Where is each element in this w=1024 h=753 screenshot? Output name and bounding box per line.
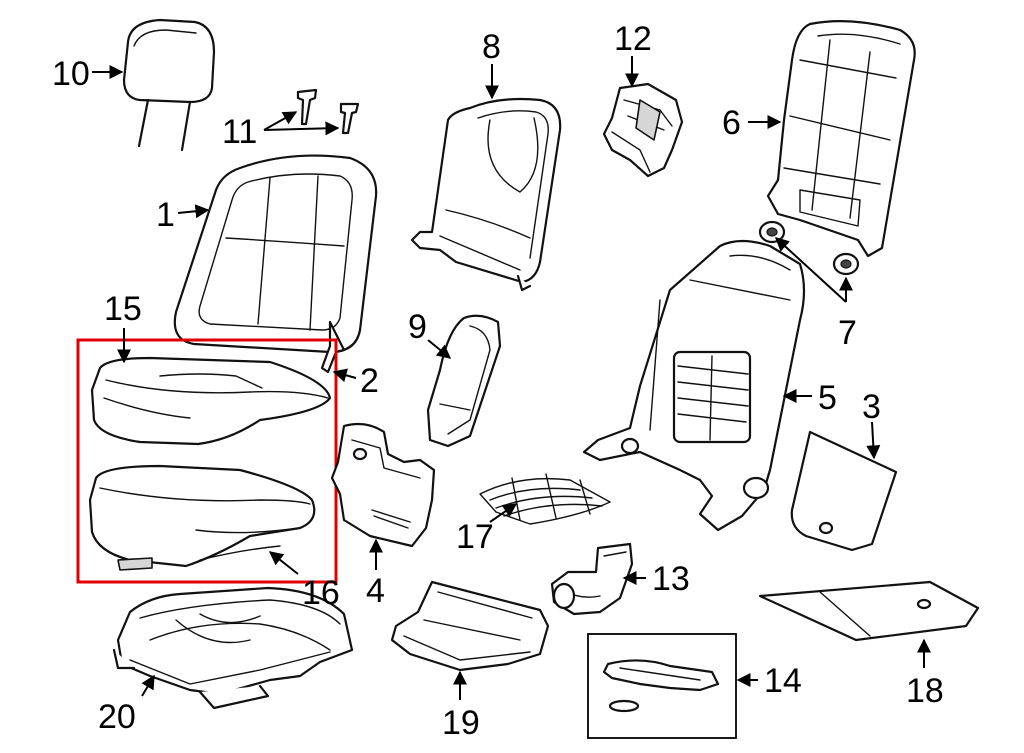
back-frame-part[interactable]: [766, 20, 916, 258]
side-bolster-part[interactable]: [426, 314, 502, 448]
back-panel-part[interactable]: [410, 97, 562, 292]
callout-20: 20: [98, 698, 136, 736]
clip-part[interactable]: [320, 320, 346, 374]
side-shield-part[interactable]: [330, 422, 436, 548]
seat-back-cover-part[interactable]: [173, 154, 378, 354]
callout-18: 18: [906, 672, 944, 710]
recliner-motor-part[interactable]: [602, 82, 684, 178]
callout-numbers: 10 11 1 15 2 16 20 8 12 6 7 9 5 3 4 17 1…: [52, 20, 944, 742]
seat-cushion-pad-part[interactable]: [88, 464, 316, 571]
seat-cushion-cover-part[interactable]: [90, 356, 332, 446]
air-duct-part[interactable]: [550, 542, 634, 616]
callout-3: 3: [862, 388, 881, 426]
headrest-guide-part[interactable]: [296, 88, 360, 135]
part-14-inset-box: [587, 633, 737, 739]
callout-4: 4: [366, 572, 385, 610]
callout-14: 14: [764, 662, 802, 700]
callout-8: 8: [482, 28, 501, 66]
floor-pad-part[interactable]: [758, 580, 980, 642]
callout-19: 19: [442, 704, 480, 742]
grommet-part[interactable]: [758, 220, 860, 276]
highlight-box: [76, 338, 338, 584]
callout-15: 15: [104, 290, 142, 328]
callout-9: 9: [408, 308, 427, 346]
headrest-part[interactable]: [122, 18, 216, 152]
callout-17: 17: [456, 518, 494, 556]
seat-back-frame-part[interactable]: [582, 239, 806, 532]
release-handle-part[interactable]: [602, 659, 720, 713]
lower-trim-panel-part[interactable]: [390, 580, 550, 672]
leader-lines: [92, 56, 931, 700]
callout-11: 11: [222, 113, 257, 151]
seat-track-frame-part[interactable]: [112, 586, 354, 710]
callout-10: 10: [52, 55, 90, 93]
callout-12: 12: [614, 20, 652, 58]
callout-1: 1: [156, 196, 175, 234]
callout-2: 2: [360, 362, 379, 400]
callout-13: 13: [652, 560, 690, 598]
callout-5: 5: [818, 379, 837, 417]
callout-16: 16: [302, 574, 340, 612]
back-board-part[interactable]: [790, 430, 898, 552]
callout-6: 6: [722, 104, 741, 142]
callout-7: 7: [838, 314, 857, 352]
